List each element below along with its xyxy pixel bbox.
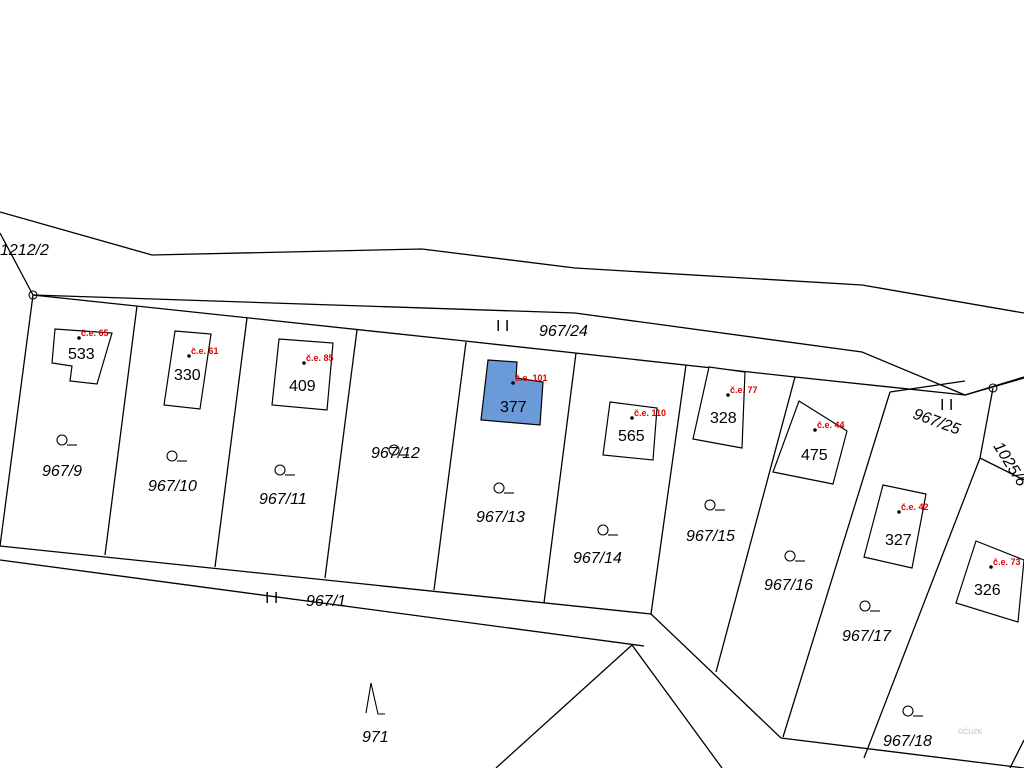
parcel-label-1025-6[interactable]: 1025/6 xyxy=(990,439,1024,490)
parcel-label-967-24[interactable]: 967/24 xyxy=(539,323,588,340)
house-number-73: č.e. 73 xyxy=(993,557,1021,567)
survey-point-icon xyxy=(28,290,38,300)
house-number-101: č.e. 101 xyxy=(515,373,548,383)
building-533[interactable] xyxy=(51,328,113,385)
building-475[interactable] xyxy=(772,400,848,485)
parcel-labels: 1212/2 967/24 967/9 967/10 967/11 967/12… xyxy=(0,242,1024,750)
garden-symbols xyxy=(56,434,923,717)
parcel-label-967-15[interactable]: 967/15 xyxy=(686,528,735,545)
garden-icon xyxy=(784,550,805,562)
survey-points xyxy=(28,290,998,393)
parcel-label-971[interactable]: 971 xyxy=(362,729,389,746)
house-number-44: č.e. 44 xyxy=(817,420,845,430)
parcel-label-967-16[interactable]: 967/16 xyxy=(764,577,813,594)
building-409[interactable] xyxy=(271,338,334,411)
parcel-label-967-25[interactable]: 967/25 xyxy=(911,406,963,439)
building-label-409: 409 xyxy=(289,378,316,395)
house-number-dots xyxy=(77,336,993,569)
parcel-label-967-17[interactable]: 967/17 xyxy=(842,628,892,645)
house-number-61: č.e. 61 xyxy=(191,346,219,356)
parcel-label-1212-2[interactable]: 1212/2 xyxy=(0,242,49,259)
road-lines xyxy=(0,211,1024,768)
garden-icon xyxy=(902,705,923,717)
building-label-377: 377 xyxy=(500,399,527,416)
building-label-328: 328 xyxy=(710,410,737,427)
building-label-327: 327 xyxy=(885,532,912,549)
garden-icon xyxy=(493,482,514,494)
parcel-label-967-10[interactable]: 967/10 xyxy=(148,478,197,495)
building-label-330: 330 xyxy=(174,367,201,384)
watermark: ©ČÚZK xyxy=(958,727,983,736)
building-label-533: 533 xyxy=(68,346,95,363)
building-labels: 533 330 409 377 565 328 475 327 326 xyxy=(68,346,1001,599)
garden-icon xyxy=(274,464,295,476)
parcel-label-967-1[interactable]: 967/1 xyxy=(306,593,346,610)
buildings xyxy=(51,328,1024,623)
survey-point-icon xyxy=(988,383,998,393)
house-number-labels: č.e. 65 č.e. 61 č.e. 85 č.e. 101 č.e. 11… xyxy=(81,328,1021,567)
building-327[interactable] xyxy=(863,484,927,569)
parcel-label-967-9[interactable]: 967/9 xyxy=(42,463,82,480)
garden-icon xyxy=(166,450,187,462)
meadow-icon xyxy=(365,682,385,715)
parcel-label-967-14[interactable]: 967/14 xyxy=(573,550,622,567)
house-number-65: č.e. 65 xyxy=(81,328,109,338)
parcel-label-967-12[interactable]: 967/12 xyxy=(371,445,420,462)
parcel-label-967-13[interactable]: 967/13 xyxy=(476,509,525,526)
house-number-77: č.e. 77 xyxy=(730,385,758,395)
building-label-326: 326 xyxy=(974,582,1001,599)
building-label-565: 565 xyxy=(618,428,645,445)
garden-icon xyxy=(388,444,409,456)
road-mark-1: I I xyxy=(496,318,509,335)
garden-icon xyxy=(704,499,725,511)
building-330[interactable] xyxy=(163,330,212,410)
building-label-475: 475 xyxy=(801,447,828,464)
house-number-110: č.e. 110 xyxy=(634,408,666,418)
garden-icon xyxy=(597,524,618,536)
garden-icon xyxy=(56,434,77,446)
road-mark-2: I I xyxy=(940,397,953,414)
parcel-label-967-11[interactable]: 967/11 xyxy=(259,491,307,508)
building-565[interactable] xyxy=(602,401,658,461)
house-number-85: č.e. 85 xyxy=(306,353,334,363)
building-377-highlighted[interactable] xyxy=(480,359,544,426)
building-326[interactable] xyxy=(955,540,1024,623)
road-mark-3: I I xyxy=(265,590,278,607)
house-number-42: č.e. 42 xyxy=(901,502,929,512)
parcel-label-967-18[interactable]: 967/18 xyxy=(883,733,932,750)
parcel-boundaries xyxy=(0,294,1024,768)
building-328[interactable] xyxy=(692,366,746,449)
road-marks: I I I I I I xyxy=(265,318,953,607)
garden-icon xyxy=(859,600,880,612)
